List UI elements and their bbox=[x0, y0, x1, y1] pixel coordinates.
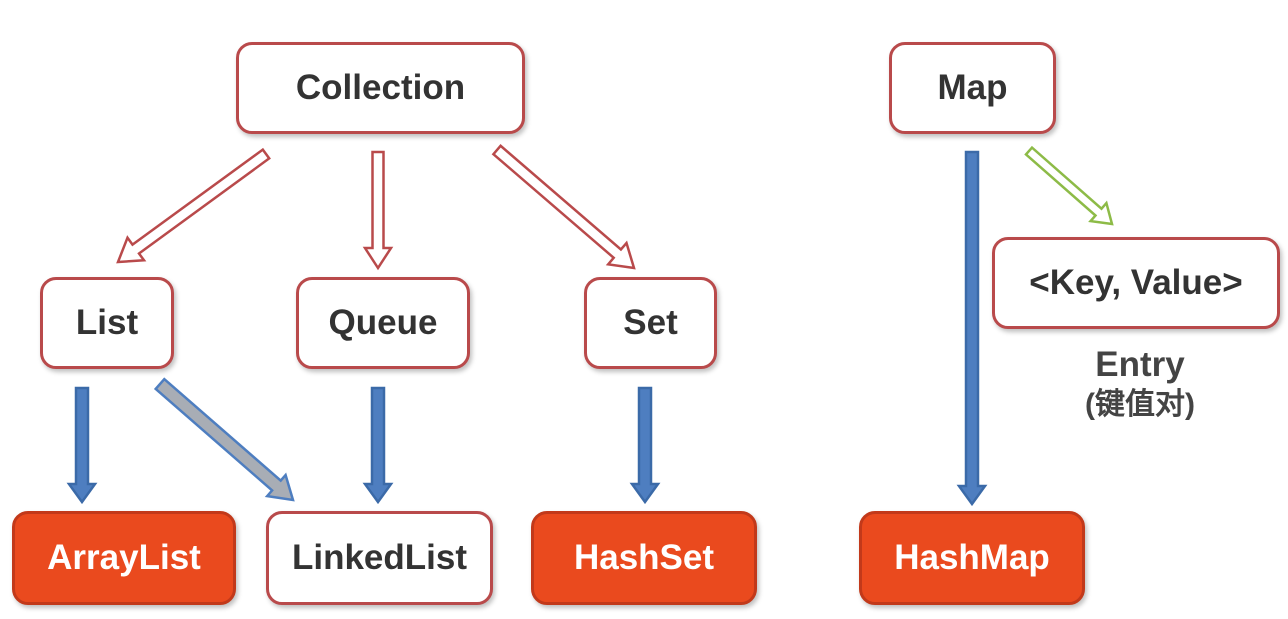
queue-node: Queue bbox=[296, 277, 470, 369]
arrow-map-to-hashmap bbox=[956, 150, 988, 507]
arrow-collection-to-list bbox=[116, 147, 271, 264]
collection-node: Collection bbox=[236, 42, 525, 134]
arraylist-node: ArrayList bbox=[12, 511, 236, 605]
entry-title: Entry bbox=[1095, 345, 1185, 384]
arrow-set-to-hashset bbox=[629, 386, 661, 505]
hashset-node: HashSet bbox=[531, 511, 757, 605]
key-value-node: <Key, Value> bbox=[992, 237, 1280, 329]
entry-subtitle: (键值对) bbox=[1085, 388, 1195, 421]
arrow-collection-to-set bbox=[491, 144, 636, 270]
arrow-collection-to-queue bbox=[362, 150, 394, 271]
arrow-map-to-keyvalue bbox=[1024, 145, 1114, 226]
map-node: Map bbox=[889, 42, 1056, 134]
arrow-queue-to-linkedlist bbox=[362, 386, 394, 505]
set-node: Set bbox=[584, 277, 717, 369]
list-node: List bbox=[40, 277, 174, 369]
arrow-list-to-arraylist bbox=[66, 386, 98, 505]
hashmap-node: HashMap bbox=[859, 511, 1085, 605]
entry-caption: Entry (键值对) bbox=[1040, 345, 1240, 425]
linkedlist-node: LinkedList bbox=[266, 511, 493, 605]
arrow-list-to-linkedlist bbox=[153, 377, 295, 502]
